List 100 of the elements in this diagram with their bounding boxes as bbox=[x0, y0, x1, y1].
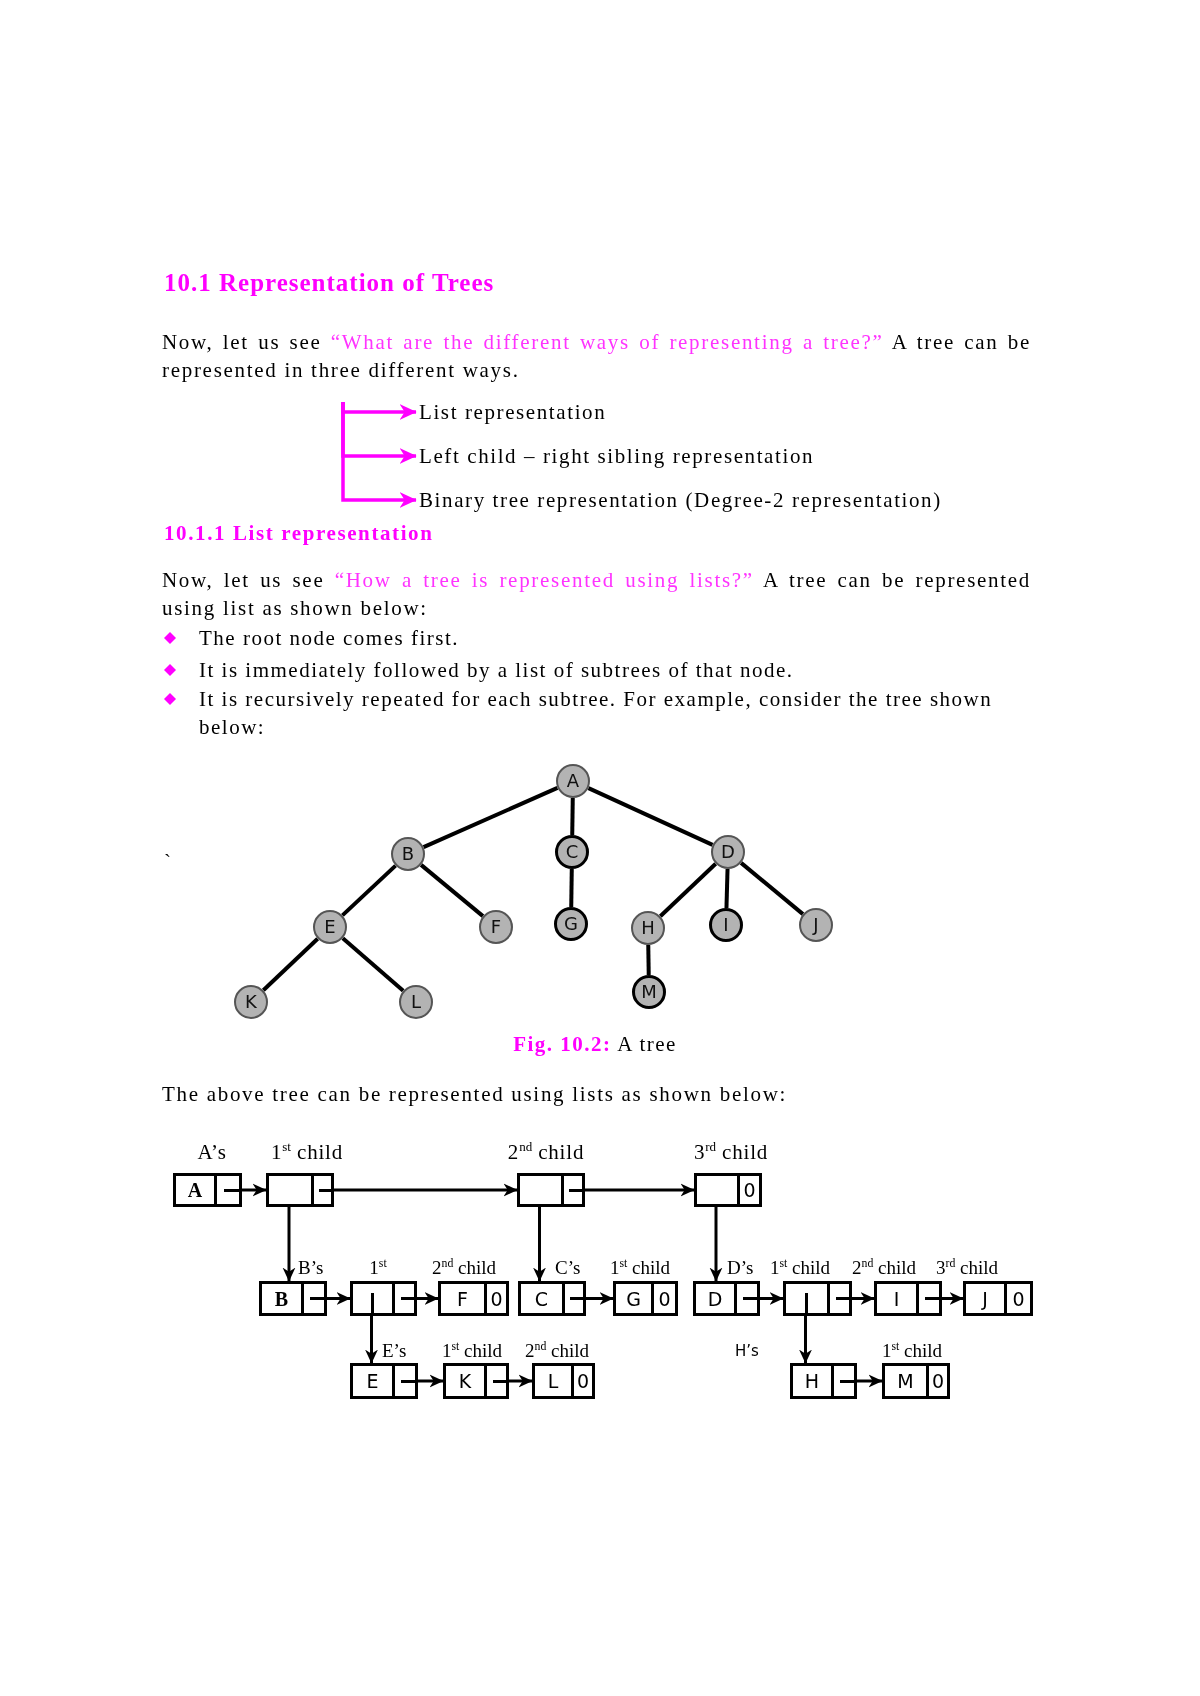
paragraph: The above tree can be represented using lists as shown below: bbox=[162, 1081, 789, 1108]
pointer-arrow bbox=[585, 1183, 695, 1197]
pointer-arrow bbox=[417, 1292, 439, 1305]
paragraph: Now, let us see “What are the different ways of representing a tree?” A tree can be represented in three different ways. bbox=[162, 329, 1031, 384]
tree-node-circle bbox=[799, 908, 833, 942]
node-caption: D’s bbox=[727, 1258, 754, 1278]
tree-edge bbox=[570, 797, 575, 836]
null-value: 0 bbox=[931, 1370, 945, 1392]
node-value: J bbox=[982, 1287, 988, 1310]
tree-edge bbox=[646, 944, 651, 976]
tree-edge bbox=[419, 863, 485, 918]
null-value: 0 bbox=[1012, 1287, 1025, 1310]
node-caption: 1$^{st}$ child bbox=[881, 1341, 943, 1361]
list-node bbox=[259, 1281, 327, 1316]
list-node bbox=[350, 1363, 418, 1399]
node-caption: 2$^{nd}$ child bbox=[432, 1258, 496, 1278]
node-caption: 1$^{st}$ child bbox=[769, 1258, 831, 1278]
node-caption: 3$^{rd}$ child bbox=[693, 1142, 769, 1162]
list-node bbox=[517, 1173, 585, 1207]
node-value: L bbox=[547, 1370, 559, 1392]
bullet-text: The root node comes first. bbox=[199, 625, 461, 652]
tree-edge bbox=[341, 936, 405, 993]
list-node bbox=[790, 1363, 857, 1399]
tree-node-circle bbox=[711, 835, 745, 869]
list-node bbox=[266, 1173, 334, 1207]
tree-node-circle bbox=[479, 910, 513, 944]
node-value: H bbox=[804, 1370, 820, 1392]
node-value: G bbox=[626, 1287, 641, 1310]
node-caption: C’s bbox=[555, 1258, 581, 1278]
node-value: K bbox=[458, 1370, 472, 1392]
tree-node-circle bbox=[391, 837, 425, 871]
node-letter: C bbox=[565, 842, 579, 862]
node-letter: B bbox=[401, 844, 415, 864]
tree-edge bbox=[658, 862, 718, 918]
paragraph: Now, let us see “How a tree is represented using lists?” A tree can be represented using list as shown below: bbox=[162, 567, 1031, 622]
node-letter: M bbox=[641, 982, 657, 1002]
pointer-arrow bbox=[857, 1374, 883, 1388]
pointer-arrow bbox=[365, 1316, 378, 1364]
list-node bbox=[693, 1281, 760, 1316]
node-value: B bbox=[274, 1287, 289, 1310]
node-letter: E bbox=[324, 917, 336, 937]
node-value: F bbox=[457, 1287, 468, 1310]
bullet-text: It is recursively repeated for each subtree. For example, consider the tree shown below: bbox=[199, 686, 994, 741]
section-title: 10.1 Representation of Trees bbox=[164, 269, 495, 297]
pointer-arrow bbox=[799, 1316, 812, 1364]
null-value: 0 bbox=[490, 1287, 503, 1310]
tree-edge bbox=[724, 868, 730, 909]
null-value: 0 bbox=[658, 1287, 671, 1310]
list-node bbox=[882, 1363, 950, 1399]
list-node bbox=[532, 1363, 595, 1399]
figure-caption: Fig. 10.2: A tree bbox=[513, 1031, 677, 1057]
node-letter: I bbox=[723, 915, 729, 935]
tree-edge bbox=[569, 868, 574, 908]
tree-node-circle bbox=[555, 835, 589, 869]
node-letter: H bbox=[641, 918, 655, 938]
list-node bbox=[613, 1281, 678, 1316]
node-caption: E’s bbox=[382, 1341, 407, 1361]
list-node bbox=[963, 1281, 1033, 1316]
list-node bbox=[350, 1281, 417, 1316]
node-caption: A’s bbox=[197, 1142, 227, 1162]
subsection-heading: 10.1.1 List representation bbox=[164, 520, 434, 546]
node-value: M bbox=[897, 1370, 914, 1392]
pointer-arrow bbox=[852, 1292, 875, 1305]
list-node bbox=[518, 1281, 586, 1316]
node-caption: 2$^{nd}$ child bbox=[507, 1142, 585, 1162]
list-node bbox=[443, 1363, 509, 1399]
pointer-arrow bbox=[282, 1207, 296, 1282]
list-item-text: List representation bbox=[419, 399, 607, 425]
null-value: 0 bbox=[576, 1370, 590, 1392]
node-value: E bbox=[366, 1370, 379, 1392]
node-value: C bbox=[534, 1287, 549, 1310]
node-caption: H’s bbox=[735, 1341, 759, 1361]
node-letter: F bbox=[490, 917, 502, 937]
pointer-arrow bbox=[533, 1207, 546, 1282]
node-value: I bbox=[893, 1287, 900, 1310]
node-caption: 1$^{st}$ child bbox=[441, 1341, 503, 1361]
null-value: 0 bbox=[743, 1179, 756, 1201]
list-item-text: Binary tree representation (Degree-2 representation) bbox=[419, 487, 942, 513]
tree-node-circle bbox=[554, 907, 588, 941]
tree-node-circle bbox=[399, 985, 433, 1019]
pointer-arrow bbox=[760, 1292, 784, 1305]
node-caption: 2$^{nd}$ child bbox=[525, 1341, 589, 1361]
node-caption: 1$^{st}$ child bbox=[271, 1142, 343, 1162]
tree-edge bbox=[341, 864, 397, 917]
node-letter: J bbox=[813, 915, 819, 935]
list-node bbox=[173, 1173, 242, 1207]
tree-edge bbox=[739, 861, 805, 916]
node-value: A bbox=[187, 1179, 203, 1201]
list-item-text: Left child – right sibling representation bbox=[419, 443, 815, 469]
tree-node-circle bbox=[313, 910, 347, 944]
pointer-arrow bbox=[242, 1183, 267, 1197]
pointer-arrow bbox=[586, 1292, 614, 1305]
pointer-arrow bbox=[509, 1374, 533, 1388]
tree-node-circle bbox=[234, 985, 268, 1019]
node-caption: 3$^{rd}$ child bbox=[935, 1258, 999, 1278]
list-node bbox=[694, 1173, 762, 1207]
pointer-arrow bbox=[942, 1292, 964, 1305]
backtick-mark: ` bbox=[164, 850, 171, 874]
node-letter: L bbox=[411, 992, 421, 1012]
node-letter: K bbox=[245, 992, 257, 1012]
